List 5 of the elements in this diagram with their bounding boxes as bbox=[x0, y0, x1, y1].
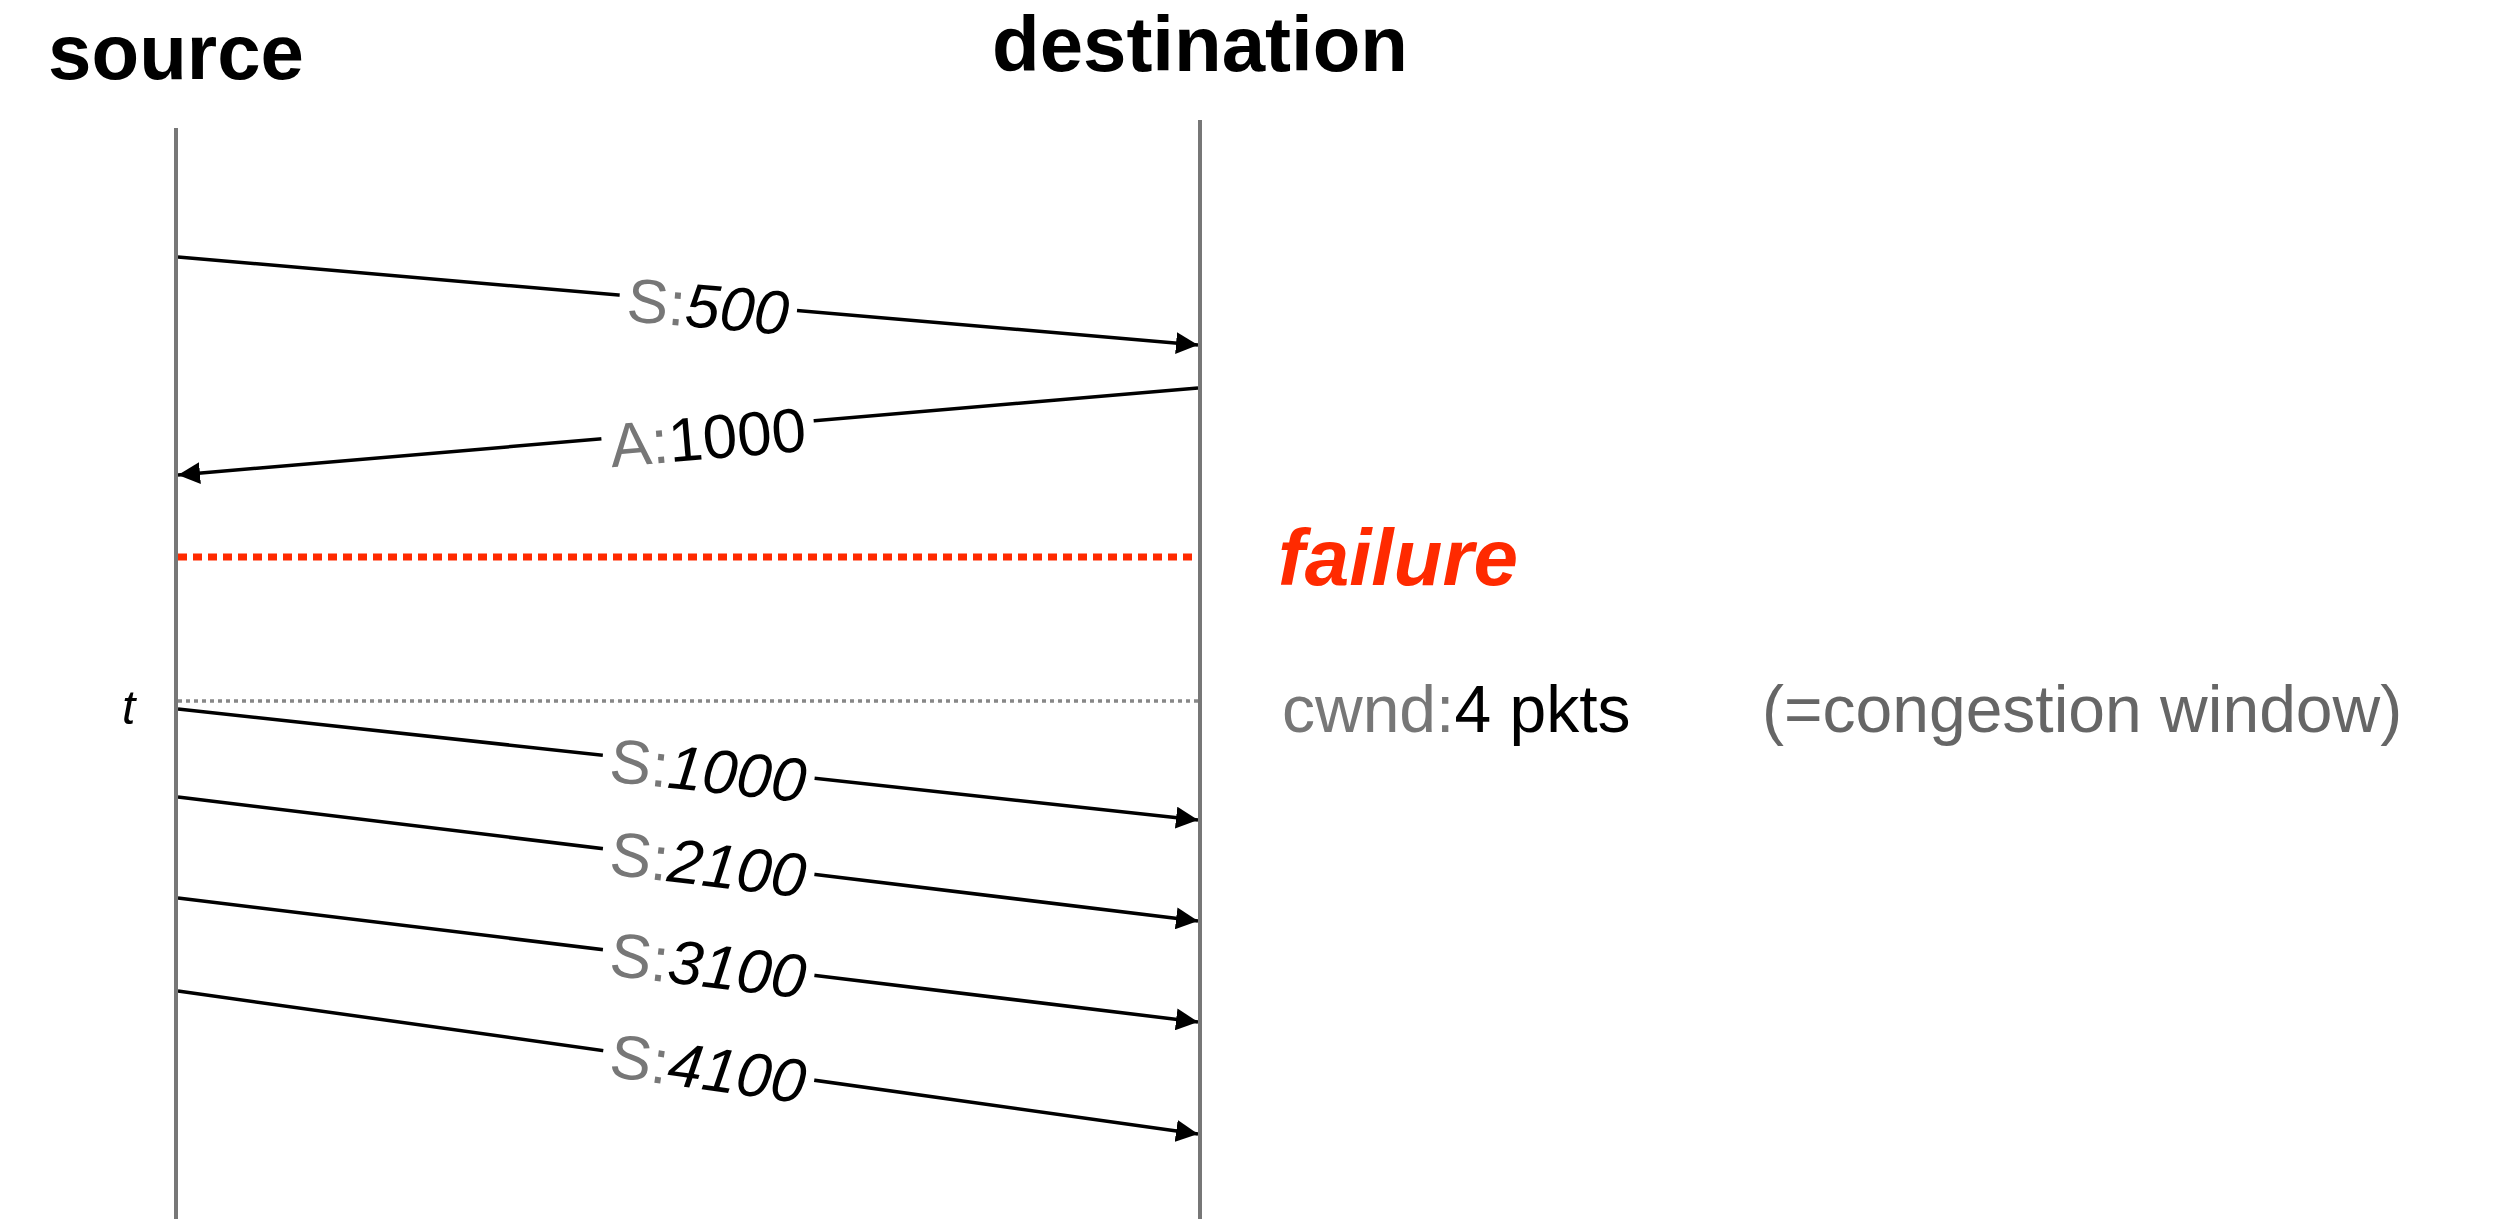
dotted-line bbox=[178, 699, 1198, 703]
time-label: t bbox=[122, 684, 136, 732]
participant-heading: source bbox=[48, 7, 304, 98]
participant-heading: destination bbox=[992, 0, 1408, 90]
failure-label: failure bbox=[1278, 518, 1519, 598]
